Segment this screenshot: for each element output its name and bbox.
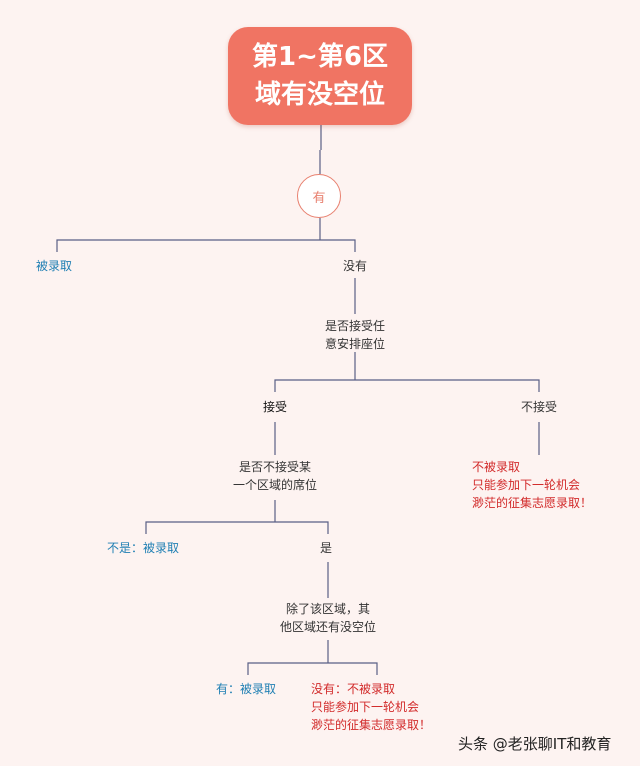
question-accept-any-line-1: 是否接受任 bbox=[324, 319, 386, 333]
question-other-area-line-1: 除了该区域，其 bbox=[285, 602, 371, 616]
final-result-line-3: 渺茫的征集志愿录取！ bbox=[311, 718, 432, 732]
root-node: 第1~第6区 域有没空位 bbox=[228, 27, 412, 125]
connector-root bbox=[319, 125, 322, 174]
question-accept-area: 是否不接受某 一个区域的席位 bbox=[233, 458, 317, 494]
branch-yes-label: 有 bbox=[312, 190, 326, 206]
node-have-accepted: 有：被录取 bbox=[216, 682, 277, 696]
question-accept-area-line-2: 一个区域的席位 bbox=[232, 478, 318, 492]
final-result-line-1: 没有：不被录取 bbox=[311, 682, 396, 696]
connector-split-2 bbox=[274, 379, 540, 392]
question-accept-any-line-2: 意安排座位 bbox=[324, 337, 386, 351]
branch-yes-circle: 有 bbox=[297, 174, 341, 218]
node-yes: 是 bbox=[319, 541, 333, 555]
connector-split-4 bbox=[247, 662, 378, 675]
node-accept: 接受 bbox=[262, 400, 288, 414]
not-accept-result-line-3: 渺茫的征集志愿录取！ bbox=[472, 496, 593, 510]
not-accept-result: 不被录取 只能参加下一轮机会 渺茫的征集志愿录取！ bbox=[472, 458, 592, 512]
question-accept-any: 是否接受任 意安排座位 bbox=[325, 317, 385, 353]
final-result-line-2: 只能参加下一轮机会 bbox=[311, 700, 420, 714]
node-not-accept: 不接受 bbox=[520, 400, 558, 414]
question-accept-area-line-1: 是否不接受某 bbox=[238, 460, 312, 474]
root-line-1: 第1~第6区 bbox=[252, 42, 388, 72]
connector-split-1 bbox=[56, 239, 356, 252]
node-no-accepted: 不是：被录取 bbox=[107, 541, 180, 555]
root-line-2: 域有没空位 bbox=[254, 80, 385, 110]
connector-split-3 bbox=[145, 521, 329, 534]
node-no: 没有 bbox=[342, 259, 368, 273]
node-accepted-left: 被录取 bbox=[36, 259, 73, 273]
question-other-area-line-2: 他区域还有没空位 bbox=[279, 620, 377, 634]
not-accept-result-line-2: 只能参加下一轮机会 bbox=[472, 478, 581, 492]
question-other-area: 除了该区域，其 他区域还有没空位 bbox=[280, 600, 376, 636]
not-accept-result-line-1: 不被录取 bbox=[472, 460, 521, 474]
watermark: 头条 @老张聊IT和教育 bbox=[458, 735, 612, 753]
final-result: 没有：不被录取 只能参加下一轮机会 渺茫的征集志愿录取！ bbox=[311, 680, 431, 734]
